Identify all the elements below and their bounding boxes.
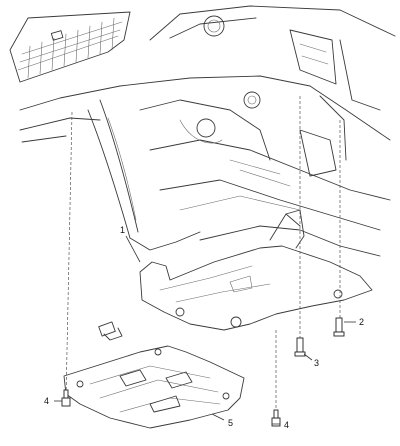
callout-5: 5 — [228, 418, 233, 428]
bolts — [61, 317, 345, 427]
bolt-3 — [294, 337, 306, 357]
callout-4-right: 4 — [284, 420, 289, 430]
retainer-clip — [98, 321, 123, 341]
hood-and-headlamp-area — [149, 5, 396, 161]
alignment-lines — [65, 96, 341, 418]
engine-underbody-shield — [63, 345, 245, 429]
callout-3: 3 — [314, 358, 319, 368]
bolt-2 — [333, 317, 345, 337]
bolt-4-left — [61, 389, 71, 407]
front-crossmember — [139, 209, 373, 331]
callout-2: 2 — [359, 317, 364, 327]
callout-1: 1 — [120, 225, 125, 235]
callout-4-left: 4 — [44, 396, 49, 406]
bolt-4-right — [271, 409, 281, 427]
callout-leaders — [54, 235, 356, 425]
front-body-structure — [19, 75, 391, 257]
front-grille — [9, 11, 131, 83]
